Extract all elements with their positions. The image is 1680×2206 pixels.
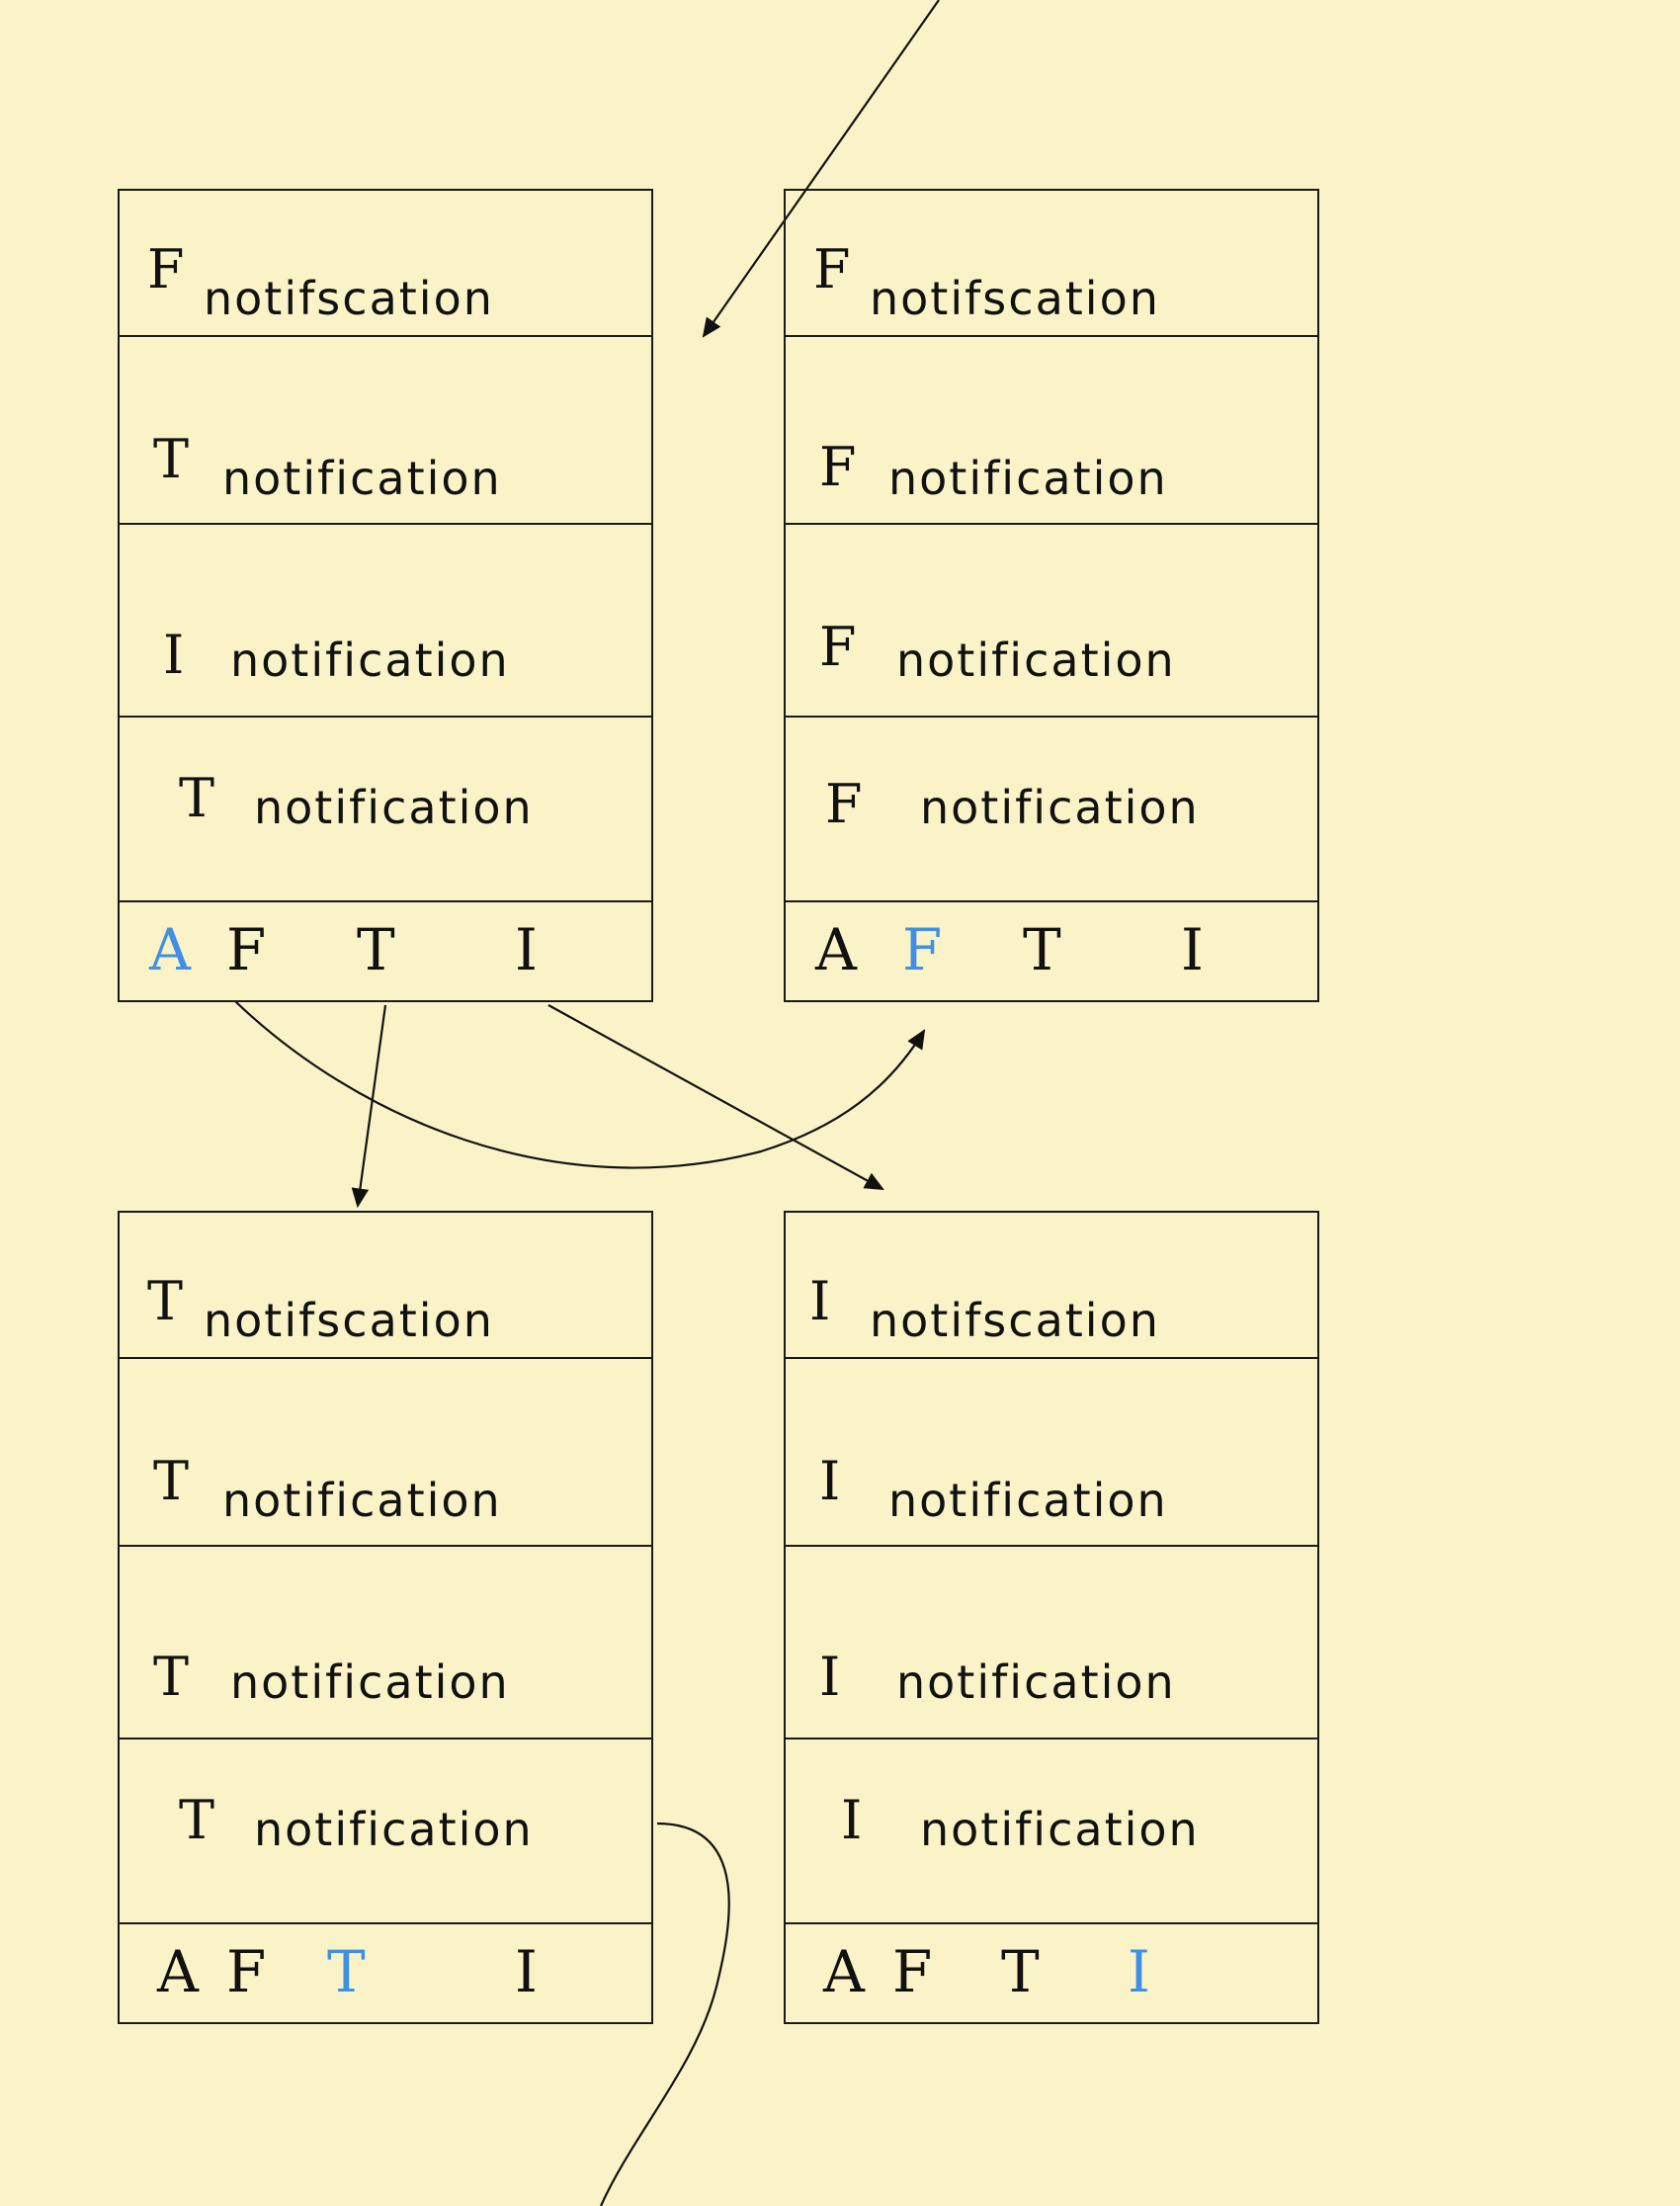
type-letter: T xyxy=(179,1789,215,1851)
list-item[interactable]: F notifscation xyxy=(786,191,1317,337)
tab-a[interactable]: A xyxy=(815,916,857,983)
type-letter: F xyxy=(819,436,857,498)
type-letter: F xyxy=(825,773,863,835)
notification-text: notifscation xyxy=(204,1294,494,1347)
type-letter: F xyxy=(819,616,857,678)
list-item[interactable]: F notification xyxy=(786,337,1317,525)
arrow-t-to-filter-t xyxy=(351,1004,387,1209)
type-letter: F xyxy=(813,238,851,300)
notification-text: notification xyxy=(896,1655,1176,1709)
tab-a[interactable]: A xyxy=(157,1938,199,2005)
notification-text: notification xyxy=(896,634,1176,687)
notification-text: notification xyxy=(888,452,1168,505)
list-item[interactable]: F notification xyxy=(786,525,1317,718)
list-item[interactable]: T notification xyxy=(120,337,651,525)
type-letter: I xyxy=(809,1270,831,1332)
list-item[interactable]: T notifscation xyxy=(120,1213,651,1359)
notification-text: notification xyxy=(920,1803,1200,1856)
list-item[interactable]: I notification xyxy=(120,525,651,718)
notification-text: notification xyxy=(254,1803,534,1856)
type-letter: I xyxy=(841,1789,863,1851)
arrow-f-to-filter-f xyxy=(234,1000,926,1169)
list-item[interactable]: I notification xyxy=(786,1739,1317,1924)
tab-bar: A F T I xyxy=(120,1920,651,2022)
notification-text: notification xyxy=(920,781,1200,834)
tab-t[interactable]: T xyxy=(1001,1938,1040,2005)
notification-text: notification xyxy=(888,1474,1168,1527)
arrow-i-to-filter-i xyxy=(547,1004,884,1191)
list-item[interactable]: F notification xyxy=(786,718,1317,902)
tab-i[interactable]: I xyxy=(515,1938,538,2005)
screen-filter-f: F notifscation F notification F notifica… xyxy=(784,189,1319,1002)
tab-t[interactable]: T xyxy=(327,1938,366,2005)
list-item[interactable]: I notification xyxy=(786,1359,1317,1547)
tab-a[interactable]: A xyxy=(149,916,191,983)
tab-i[interactable]: I xyxy=(515,916,538,983)
list-item[interactable]: I notifscation xyxy=(786,1213,1317,1359)
tab-bar: A F T I xyxy=(120,898,651,1000)
list-item[interactable]: T notification xyxy=(120,1359,651,1547)
screen-filter-i: I notifscation I notification I notifica… xyxy=(784,1211,1319,2024)
tab-i[interactable]: I xyxy=(1128,1938,1150,2005)
notification-text: notification xyxy=(230,634,510,687)
list-item[interactable]: T notification xyxy=(120,1739,651,1924)
tab-i[interactable]: I xyxy=(1181,916,1204,983)
tab-a[interactable]: A xyxy=(823,1938,865,2005)
notification-text: notifscation xyxy=(204,272,494,325)
list-item[interactable]: T notification xyxy=(120,1547,651,1739)
outgoing-curve xyxy=(599,1822,730,2206)
type-letter: T xyxy=(153,1646,190,1708)
notification-text: notification xyxy=(254,781,534,834)
tab-f[interactable]: F xyxy=(226,1938,267,2005)
type-letter: T xyxy=(179,767,215,829)
tab-f[interactable]: F xyxy=(902,916,943,983)
incoming-arrow xyxy=(702,0,940,338)
notification-text: notification xyxy=(222,452,502,505)
type-letter: I xyxy=(819,1646,841,1708)
type-letter: T xyxy=(147,1270,184,1332)
type-letter: F xyxy=(147,238,185,300)
type-letter: I xyxy=(819,1450,841,1512)
type-letter: I xyxy=(163,624,185,686)
notification-text: notification xyxy=(222,1474,502,1527)
list-item[interactable]: F notifscation xyxy=(120,191,651,337)
tab-bar: A F T I xyxy=(786,898,1317,1000)
tab-t[interactable]: T xyxy=(357,916,395,983)
type-letter: T xyxy=(153,428,190,490)
tab-f[interactable]: F xyxy=(226,916,267,983)
list-item[interactable]: I notification xyxy=(786,1547,1317,1739)
notification-text: notifscation xyxy=(870,272,1160,325)
notification-text: notifscation xyxy=(870,1294,1160,1347)
tab-bar: A F T I xyxy=(786,1920,1317,2022)
screen-all: F notifscation T notification I notifica… xyxy=(118,189,653,1002)
screen-filter-t: T notifscation T notification T notifica… xyxy=(118,1211,653,2024)
list-item[interactable]: T notification xyxy=(120,718,651,902)
type-letter: T xyxy=(153,1450,190,1512)
tab-t[interactable]: T xyxy=(1023,916,1061,983)
tab-f[interactable]: F xyxy=(892,1938,933,2005)
notification-text: notification xyxy=(230,1655,510,1709)
